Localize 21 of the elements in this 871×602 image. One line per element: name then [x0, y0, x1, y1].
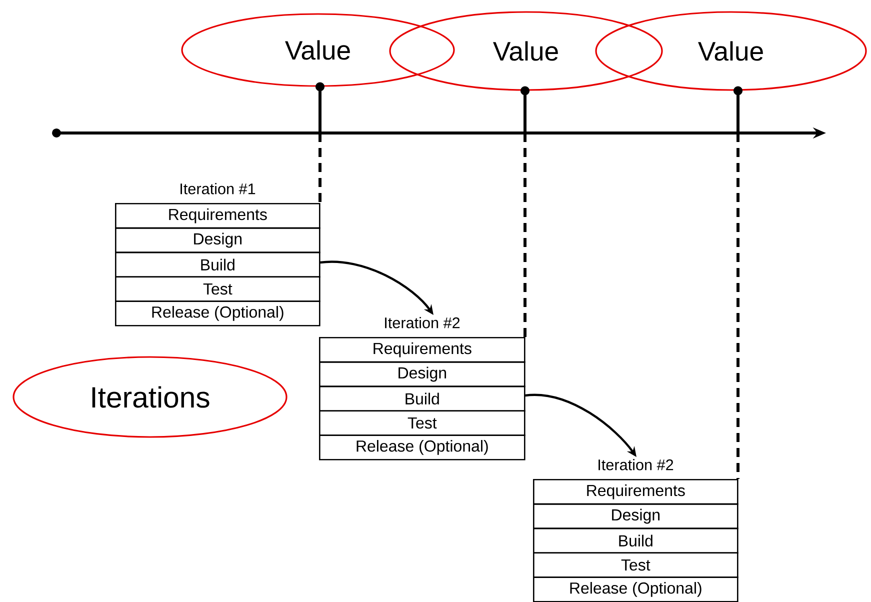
milestone-connector — [316, 82, 324, 203]
phase-cell: Design — [319, 361, 526, 388]
phase-cell: Test — [319, 410, 526, 436]
phase-cell: Release (Optional) — [533, 576, 738, 602]
phase-cell: Requirements — [319, 337, 526, 363]
phase-cell: Requirements — [115, 203, 320, 229]
milestone-connector — [520, 86, 530, 337]
milestone-connector — [734, 86, 743, 479]
phase-cell: Design — [115, 227, 320, 254]
phase-cell: Requirements — [533, 479, 738, 505]
phase-cell: Release (Optional) — [319, 434, 526, 460]
node-label: Iteration #2 — [598, 459, 674, 470]
phase-cell: Build — [319, 386, 526, 412]
phase-cell: Build — [533, 528, 738, 554]
node-label: Iteration #1 — [180, 183, 256, 194]
phase-cell: Test — [115, 276, 320, 302]
phase-cell: Release (Optional) — [115, 300, 320, 326]
phase-cell: Design — [533, 503, 738, 530]
phase-cell: Test — [533, 552, 738, 578]
node-label: Iteration #2 — [385, 317, 460, 328]
phase-cell: Build — [115, 252, 320, 278]
